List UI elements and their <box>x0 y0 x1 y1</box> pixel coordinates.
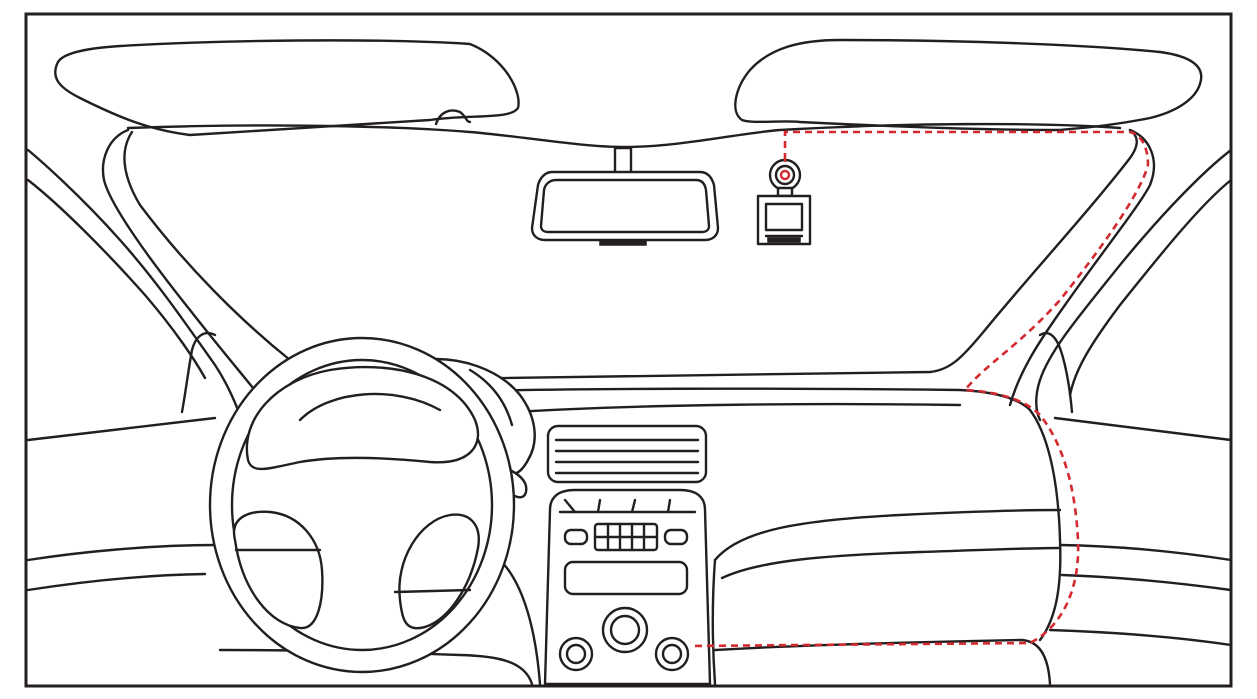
left-door-panel <box>26 543 217 562</box>
left-pillar-trim <box>180 331 217 414</box>
dashboard-top <box>438 387 1062 642</box>
right-a-pillar-mid <box>1068 178 1233 397</box>
radio-display <box>563 560 689 596</box>
rearview-mirror-icon <box>530 146 720 246</box>
right-door-top <box>1053 416 1233 442</box>
right-door-panel <box>1058 543 1233 562</box>
center-knob-outer <box>601 606 649 654</box>
left-a-pillar-outer <box>26 148 240 412</box>
right-a-pillar-outer <box>1035 148 1233 422</box>
center-knob-inner <box>609 614 641 646</box>
right-knob-outer <box>654 636 690 672</box>
hazard-button-grid <box>593 522 659 552</box>
console-right-button <box>663 528 689 546</box>
passenger-dash-line <box>713 508 1062 562</box>
left-door-top <box>26 416 217 442</box>
dashboard-front-edge <box>513 402 962 414</box>
dashcam-icon <box>756 158 812 246</box>
passenger-footwell <box>713 638 1052 686</box>
left-visor-clip <box>434 109 472 126</box>
console-left-button <box>563 528 589 546</box>
right-door-base <box>1048 628 1233 647</box>
car-interior <box>26 38 1233 686</box>
passenger-dash-mid <box>720 546 1062 580</box>
right-a-pillar-inner <box>1008 128 1156 407</box>
steering-wheel-icon <box>208 336 516 674</box>
driver-dash-lower <box>498 558 542 686</box>
console-vents <box>558 498 697 514</box>
right-pillar-trim <box>1038 331 1074 414</box>
right-door-panel-2 <box>1060 573 1233 592</box>
left-a-pillar-inner <box>101 128 292 442</box>
left-door-panel-2 <box>26 572 207 592</box>
left-knob-outer <box>558 636 594 672</box>
left-sun-visor <box>54 39 520 137</box>
right-knob-inner <box>661 643 683 665</box>
left-knob-inner <box>565 643 587 665</box>
power-cable-route <box>689 130 1150 648</box>
right-sun-visor <box>734 38 1203 132</box>
passenger-dash-lower <box>711 558 717 686</box>
center-air-vent-slats <box>554 438 700 475</box>
cluster-hood-inner <box>468 368 514 427</box>
